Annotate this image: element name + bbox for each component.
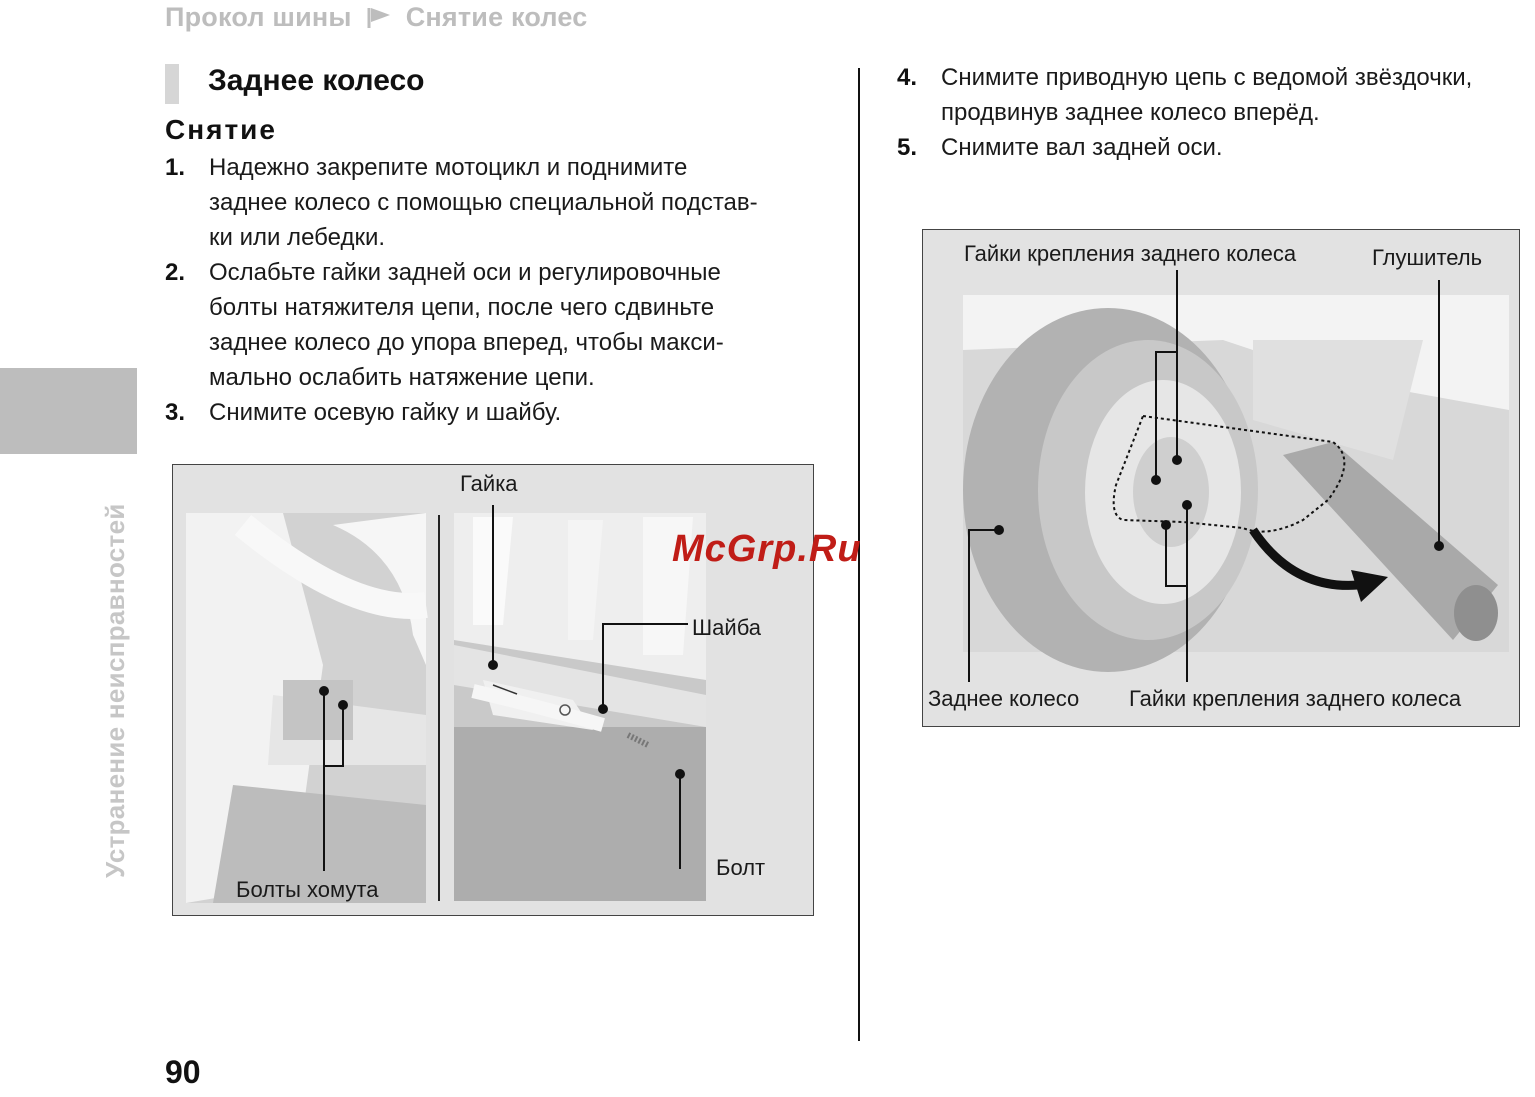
callout-muffler: Глушитель bbox=[1372, 245, 1483, 270]
breadcrumb: Прокол шины Снятие колес bbox=[165, 2, 587, 33]
callout-bolt: Болт bbox=[716, 855, 766, 880]
step-text: Ослабьте гайки задней оси и регулировочн… bbox=[209, 259, 724, 391]
step-number: 2. bbox=[165, 259, 186, 286]
steps-list-right: 4. Снимите приводную цепь с ведомой звёз… bbox=[897, 60, 1535, 165]
step-number: 3. bbox=[165, 399, 186, 426]
step-number: 4. bbox=[897, 64, 918, 91]
step-item: 5. Снимите вал задней оси. bbox=[897, 130, 1535, 165]
figure-rear-wheel-illustration bbox=[963, 270, 1509, 682]
subsection-title: Снятие bbox=[165, 114, 277, 145]
watermark: McGrp.Ru bbox=[672, 528, 862, 570]
figure-axle-nut: Гайка Шайба Болт Болты хомута bbox=[172, 464, 814, 916]
breadcrumb-item-tire-puncture: Прокол шины bbox=[165, 2, 352, 32]
step-text: Надежно закрепите мотоцикл и поднимите з… bbox=[209, 154, 758, 251]
step-text: Снимите вал задней оси. bbox=[941, 134, 1223, 161]
page-number: 90 bbox=[165, 1054, 201, 1090]
breadcrumb-item-wheel-removal: Снятие колес bbox=[405, 2, 588, 32]
section-title: Заднее колесо bbox=[208, 64, 425, 97]
step-item: 3. Снимите осевую гайку и шайбу. bbox=[165, 395, 845, 430]
step-number: 5. bbox=[897, 134, 918, 161]
column-divider bbox=[858, 68, 860, 1041]
step-item: 2. Ослабьте гайки задней оси и регулиров… bbox=[165, 255, 845, 395]
figure-axle-nut-illustration bbox=[186, 505, 706, 903]
flag-arrow-icon bbox=[367, 7, 390, 28]
step-text: Снимите осевую гайку и шайбу. bbox=[209, 399, 562, 426]
step-number: 1. bbox=[165, 154, 186, 181]
callout-clamp-bolts: Болты хомута bbox=[236, 877, 379, 902]
section-marker bbox=[165, 64, 179, 104]
step-item: 4. Снимите приводную цепь с ведомой звёз… bbox=[897, 60, 1535, 130]
callout-washer: Шайба bbox=[692, 615, 762, 640]
step-text: Снимите приводную цепь с ведомой звёздоч… bbox=[941, 64, 1473, 126]
step-item: 1. Надежно закрепите мотоцикл и поднимит… bbox=[165, 150, 845, 255]
callout-rear-wheel: Заднее колесо bbox=[928, 686, 1080, 711]
callout-wheel-nuts-bottom: Гайки крепления заднего колеса bbox=[1129, 686, 1462, 711]
figure-rear-wheel: Гайки крепления заднего колеса Глушитель… bbox=[922, 229, 1520, 727]
callout-wheel-nuts-top: Гайки крепления заднего колеса bbox=[964, 241, 1297, 266]
chapter-label: Устранение неисправностей bbox=[100, 503, 130, 878]
steps-list-left: 1. Надежно закрепите мотоцикл и поднимит… bbox=[165, 150, 845, 430]
callout-nut: Гайка bbox=[460, 471, 518, 496]
chapter-tab bbox=[0, 368, 137, 454]
